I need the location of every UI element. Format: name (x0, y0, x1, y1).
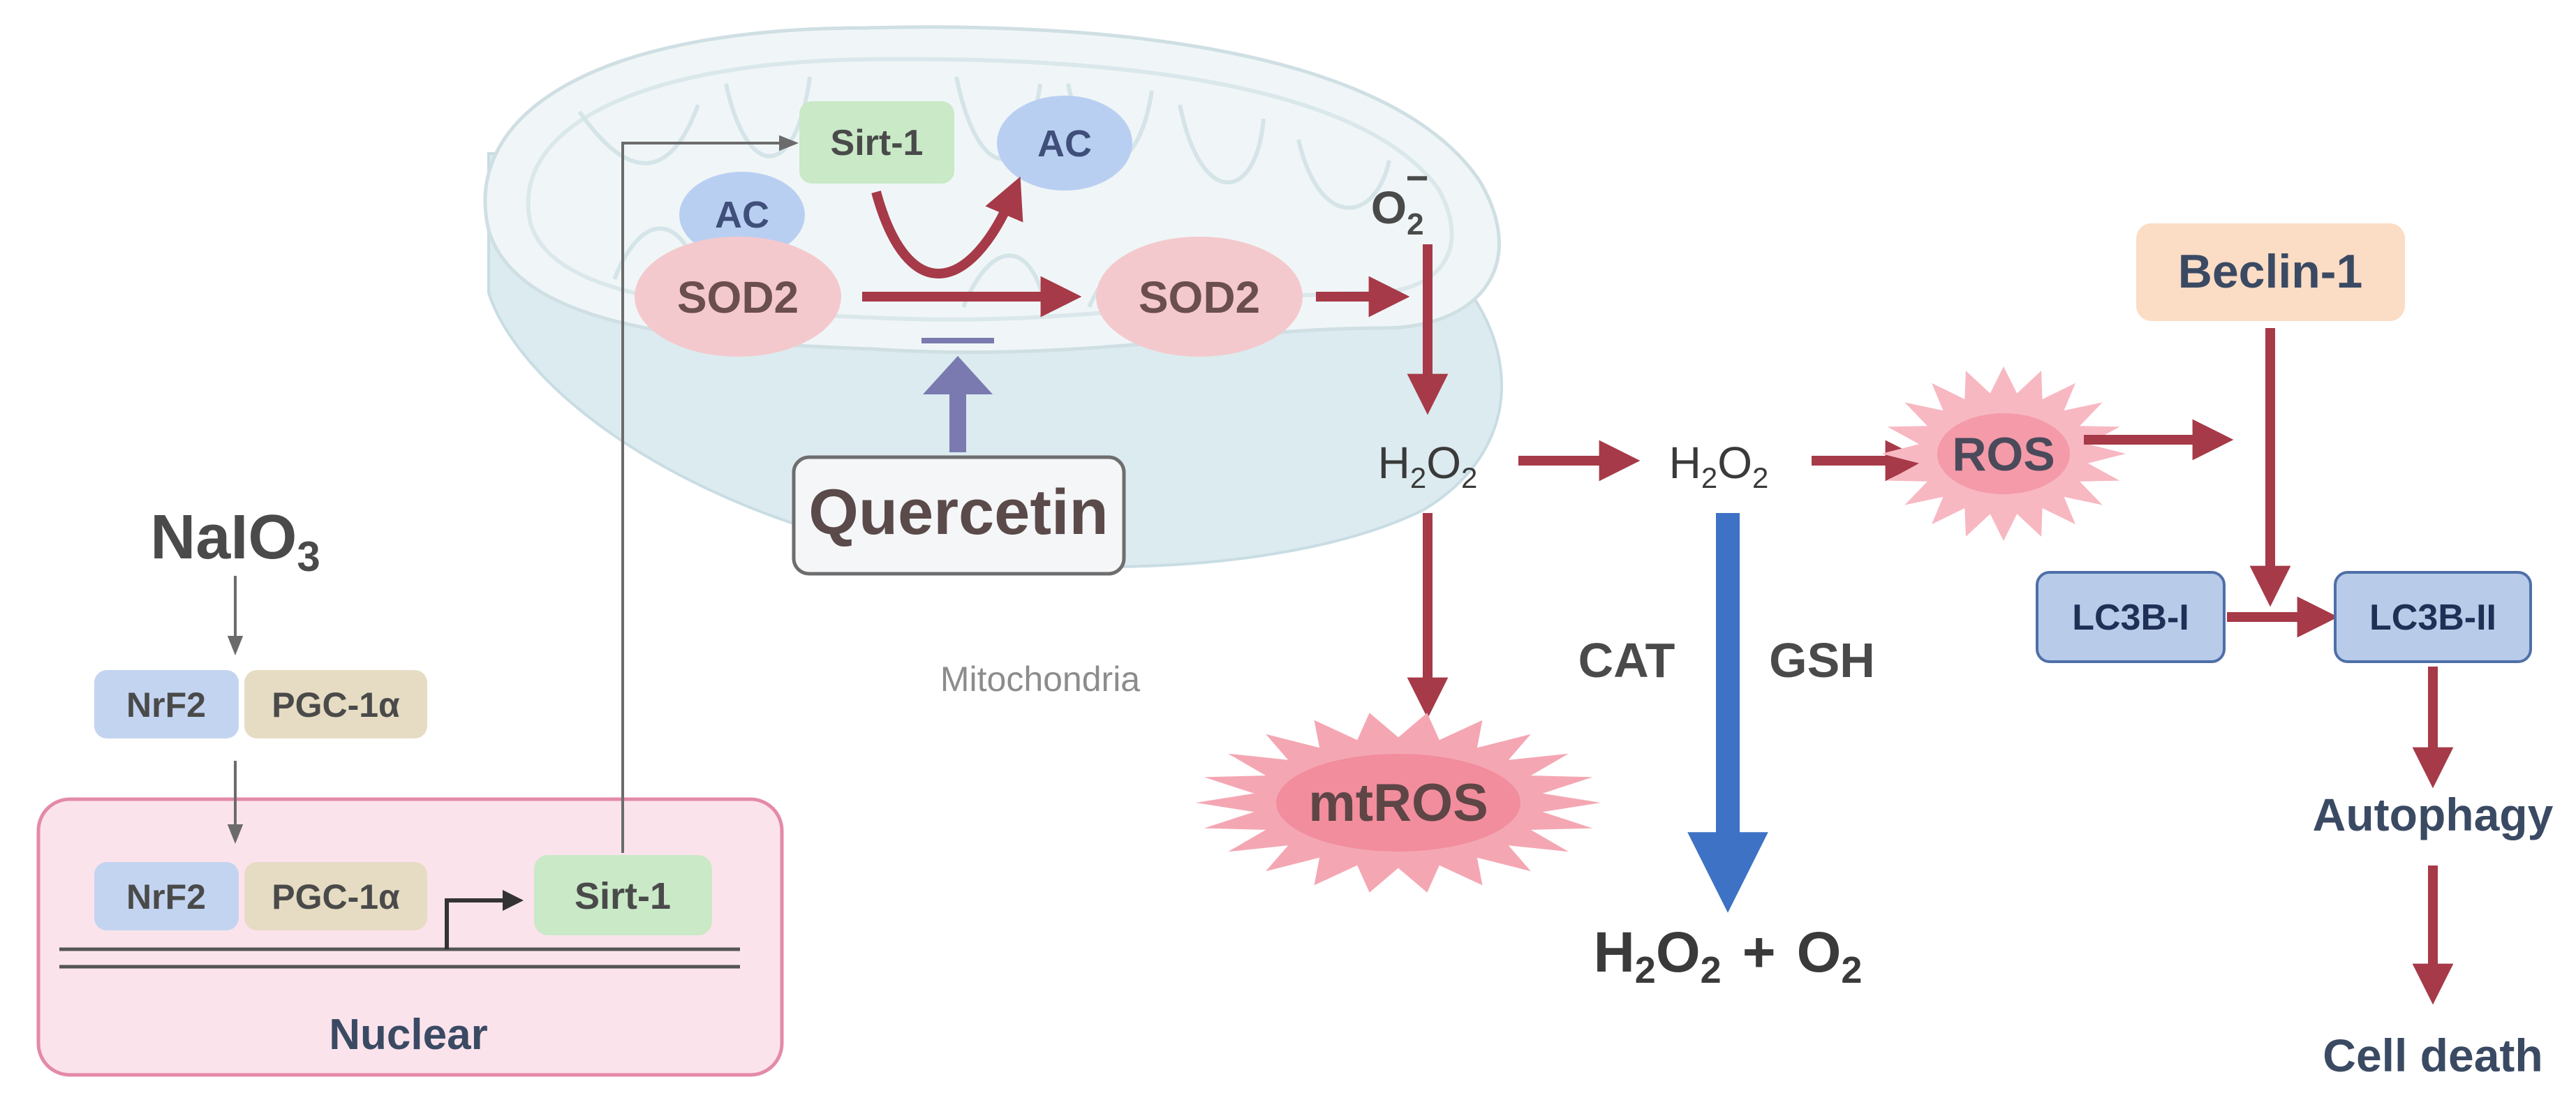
lc3b1-label: LC3B-I (2072, 597, 2189, 638)
arrow-deacetylation-curve (871, 176, 1023, 278)
nrf2-cyto-label: NrF2 (126, 685, 206, 725)
ac-top-ellipse (997, 96, 1132, 191)
transcription-start-arrow (445, 890, 524, 949)
ac-top-label: AC (1037, 123, 1092, 165)
autophagy-label: Autophagy (2313, 789, 2554, 840)
nrf2-cyto-box (94, 670, 239, 738)
lc3b1-box (2036, 571, 2226, 663)
beclin-box (2136, 223, 2405, 321)
pgc-cyto-label: PGC-1α (272, 685, 400, 725)
sod2-left-ellipse (635, 237, 841, 357)
nucleus: Nuclear (36, 797, 784, 1077)
quercetin-label: Quercetin (808, 477, 1108, 548)
mitochondrion: Mitochondria (483, 25, 1503, 699)
arrow-sirt1-to-mitochondria (621, 135, 799, 853)
h2o2-outer-label: H2O2 (1669, 438, 1769, 494)
sirt1-mito-label: Sirt-1 (831, 123, 924, 163)
sod2-right-label: SOD2 (1139, 272, 1260, 322)
lc3b2-label: LC3B-II (2369, 597, 2496, 638)
ros-burst: ROS (1881, 366, 2126, 541)
inhibition-head (923, 356, 993, 394)
gsh-label: GSH (1769, 633, 1875, 688)
quercetin-box (792, 455, 1126, 576)
cat-label: CAT (1578, 633, 1675, 688)
sirt1-nuc-label: Sirt-1 (575, 875, 671, 917)
nrf2-nuc-label: NrF2 (126, 877, 206, 916)
naio3-label: NaIO3 (150, 503, 320, 580)
pgc-nuc-label: PGC-1α (272, 877, 400, 916)
mtros-burst-core (1276, 754, 1520, 852)
mitochondria-label: Mitochondria (940, 660, 1140, 699)
products-label: H2O2+O2 (1594, 921, 1863, 991)
pgc-cyto-box (244, 670, 427, 738)
sirt1-mito-box (799, 101, 954, 184)
quercetin-inhibition (921, 338, 994, 452)
ros-label: ROS (1952, 428, 2055, 481)
sirt1-nuc-box (534, 855, 712, 935)
beclin-label: Beclin-1 (2178, 245, 2363, 298)
ac-left-ellipse (679, 172, 805, 258)
sod2-left-label: SOD2 (677, 272, 799, 322)
pgc-nuc-box (244, 862, 427, 930)
mtros-label: mtROS (1308, 773, 1488, 833)
nuclear-label: Nuclear (329, 1011, 487, 1059)
h2o2-inner-label: H2O2 (1378, 438, 1478, 494)
mtros-burst: mtROS (1196, 713, 1601, 893)
lc3b2-box (2334, 571, 2532, 663)
cell-death-label: Cell death (2323, 1030, 2542, 1081)
nrf2-nuc-box (94, 862, 239, 930)
ros-burst-core (1937, 413, 2070, 494)
ac-left-label: AC (715, 194, 769, 236)
sod2-right-ellipse (1096, 237, 1303, 357)
superoxide-label: O2− (1371, 156, 1429, 242)
